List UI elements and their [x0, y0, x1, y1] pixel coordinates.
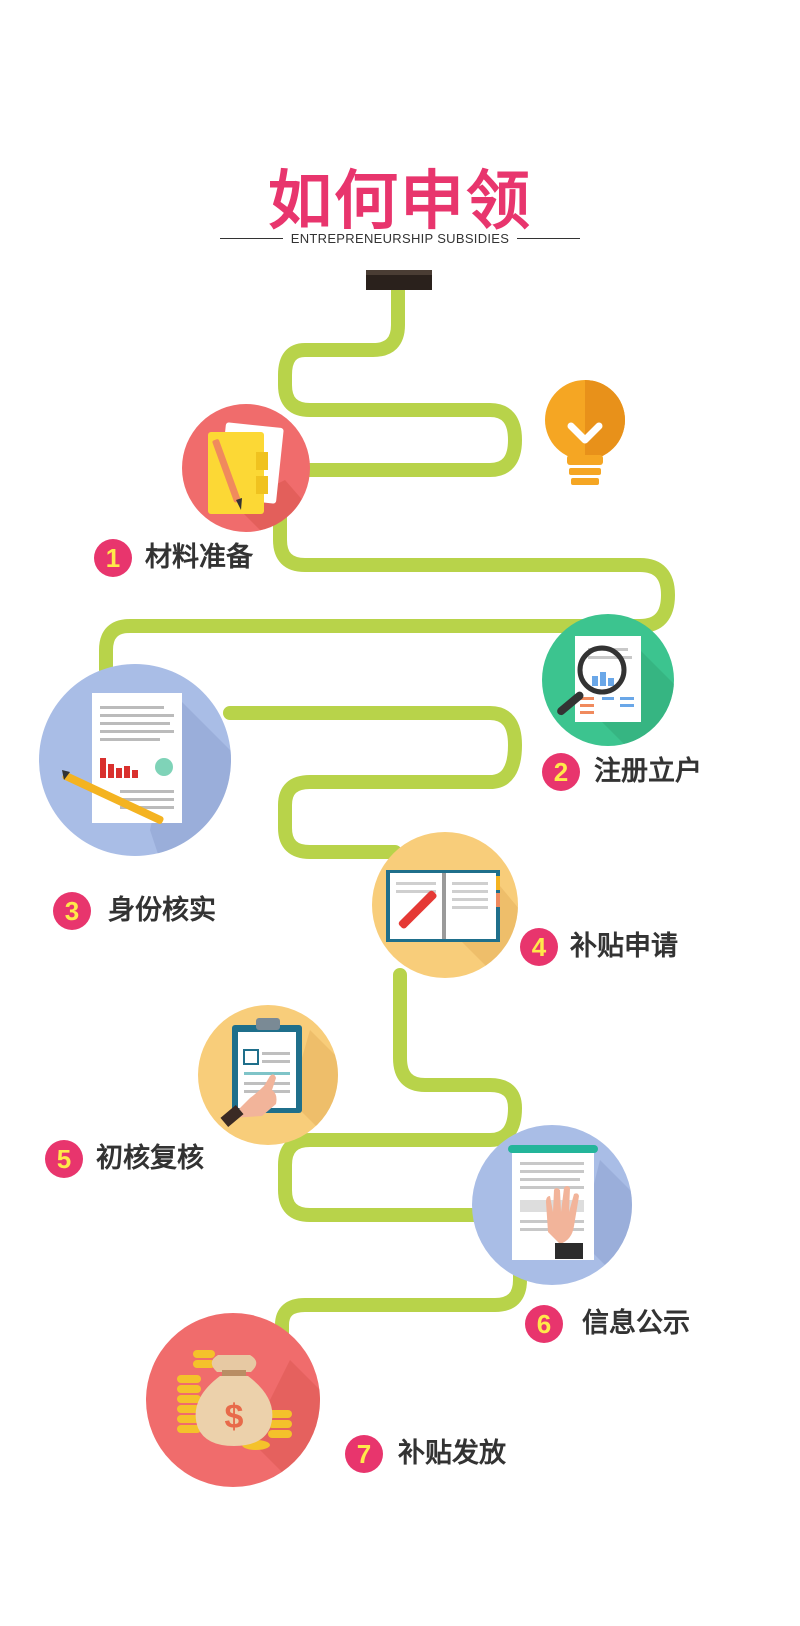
subtitle-rule-right	[517, 237, 580, 239]
page-title: 如何申领	[268, 165, 532, 239]
step-2-illustration	[542, 614, 674, 746]
step-5-illustration	[198, 1005, 338, 1145]
step-5-badge: 5	[45, 1140, 83, 1178]
step-7-illustration: $	[146, 1313, 320, 1487]
subtitle-row: ENTREPRENEURSHIP SUBSIDIES	[220, 226, 580, 250]
step-1-label: 材料准备	[145, 542, 253, 573]
svg-text:$: $	[225, 1398, 244, 1436]
step-4-illustration	[372, 832, 518, 978]
step-3-badge: 3	[53, 892, 91, 930]
coin-stack-left	[177, 1350, 215, 1433]
step-1-badge: 1	[94, 539, 132, 577]
step-5-label: 初核复核	[96, 1143, 204, 1174]
step-4-badge: 4	[520, 928, 558, 966]
step-6-illustration	[472, 1125, 632, 1285]
lightbulb-icon	[545, 380, 625, 485]
subtitle-rule-left	[220, 237, 283, 239]
step-4-label: 补贴申请	[570, 931, 678, 962]
step-6-label: 信息公示	[582, 1308, 690, 1339]
step-2-badge: 2	[542, 753, 580, 791]
step-7-label: 补贴发放	[398, 1438, 506, 1469]
step-3-illustration	[39, 664, 231, 856]
step-2-label: 注册立户	[594, 756, 702, 787]
step-7-badge: 7	[345, 1435, 383, 1473]
page-subtitle: ENTREPRENEURSHIP SUBSIDIES	[290, 230, 510, 246]
winding-path	[99, 283, 675, 1347]
step-6-badge: 6	[525, 1305, 563, 1343]
step-3-label: 身份核实	[108, 895, 216, 926]
